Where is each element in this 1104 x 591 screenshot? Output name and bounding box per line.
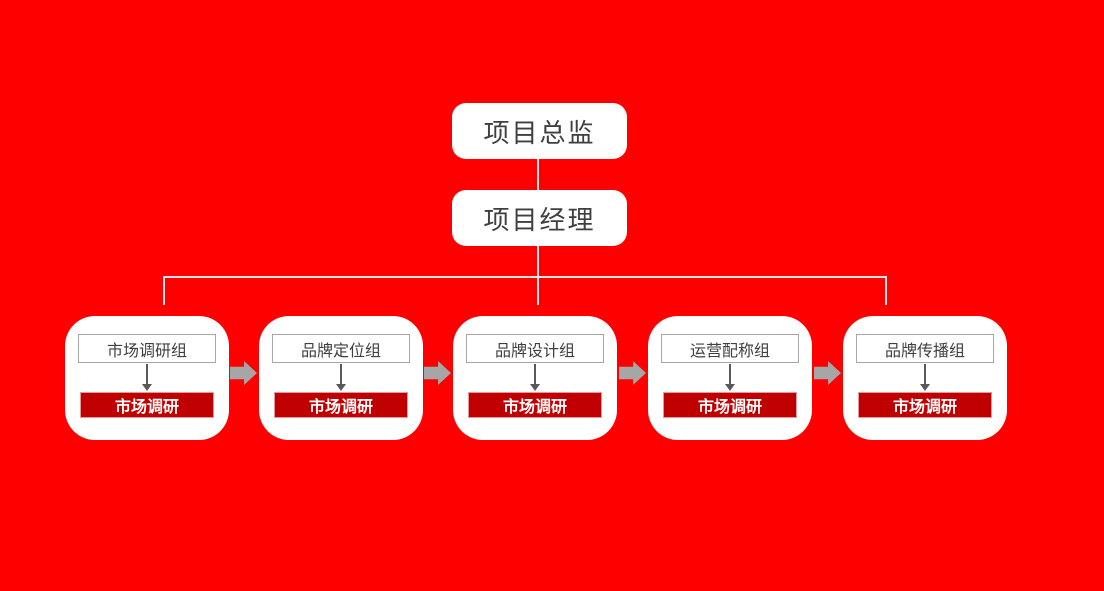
right-arrow-icon [424, 361, 451, 385]
down-arrow-stem [729, 364, 731, 384]
group-name-box: 运营配称组 [661, 334, 799, 363]
group-name-label: 品牌定位组 [300, 340, 381, 360]
card-market-research-group: 市场调研组 市场调研 [65, 316, 229, 440]
group-name-box: 品牌设计组 [466, 334, 604, 363]
node-project-manager: 项目经理 [452, 190, 627, 246]
down-arrow-stem [924, 364, 926, 384]
down-arrow-head [725, 384, 735, 391]
task-label: 市场调研 [697, 397, 762, 416]
group-name-label: 运营配称组 [689, 340, 770, 360]
task-box: 市场调研 [858, 392, 992, 418]
down-arrow-head [530, 384, 540, 391]
down-arrow-stem [534, 364, 536, 384]
right-arrow-icon [230, 361, 257, 385]
group-name-box: 品牌传播组 [856, 334, 994, 363]
node-project-director-label: 项目总监 [483, 118, 596, 149]
right-arrow-icon [619, 361, 646, 385]
down-arrow-stem [340, 364, 342, 384]
down-arrow-icon [453, 364, 617, 392]
down-arrow-icon [648, 364, 812, 392]
task-label: 市场调研 [892, 397, 957, 416]
group-name-box: 市场调研组 [78, 334, 216, 363]
task-label: 市场调研 [308, 397, 373, 416]
card-brand-communication-group: 品牌传播组 市场调研 [843, 316, 1007, 440]
down-arrow-icon [65, 364, 229, 392]
down-arrow-stem [146, 364, 148, 384]
group-name-label: 品牌设计组 [494, 340, 575, 360]
card-brand-positioning-group: 品牌定位组 市场调研 [259, 316, 423, 440]
down-arrow-head [336, 384, 346, 391]
connector-drop-left [163, 276, 165, 305]
task-box: 市场调研 [274, 392, 408, 418]
right-arrow-icon [814, 361, 841, 385]
task-box: 市场调研 [80, 392, 214, 418]
connector-horizontal-bar [163, 276, 886, 278]
card-operations-matching-group: 运营配称组 市场调研 [648, 316, 812, 440]
connector-manager-drop-center [537, 246, 539, 305]
task-box: 市场调研 [663, 392, 797, 418]
task-label: 市场调研 [114, 397, 179, 416]
down-arrow-head [920, 384, 930, 391]
group-name-label: 品牌传播组 [884, 340, 965, 360]
card-brand-design-group: 品牌设计组 市场调研 [453, 316, 617, 440]
down-arrow-head [142, 384, 152, 391]
task-box: 市场调研 [468, 392, 602, 418]
node-project-manager-label: 项目经理 [483, 205, 596, 236]
connector-director-to-manager [537, 159, 539, 191]
connector-drop-right [885, 276, 887, 305]
down-arrow-icon [843, 364, 1007, 392]
down-arrow-icon [259, 364, 423, 392]
node-project-director: 项目总监 [452, 103, 627, 159]
group-name-box: 品牌定位组 [272, 334, 410, 363]
group-name-label: 市场调研组 [106, 340, 187, 360]
task-label: 市场调研 [502, 397, 567, 416]
